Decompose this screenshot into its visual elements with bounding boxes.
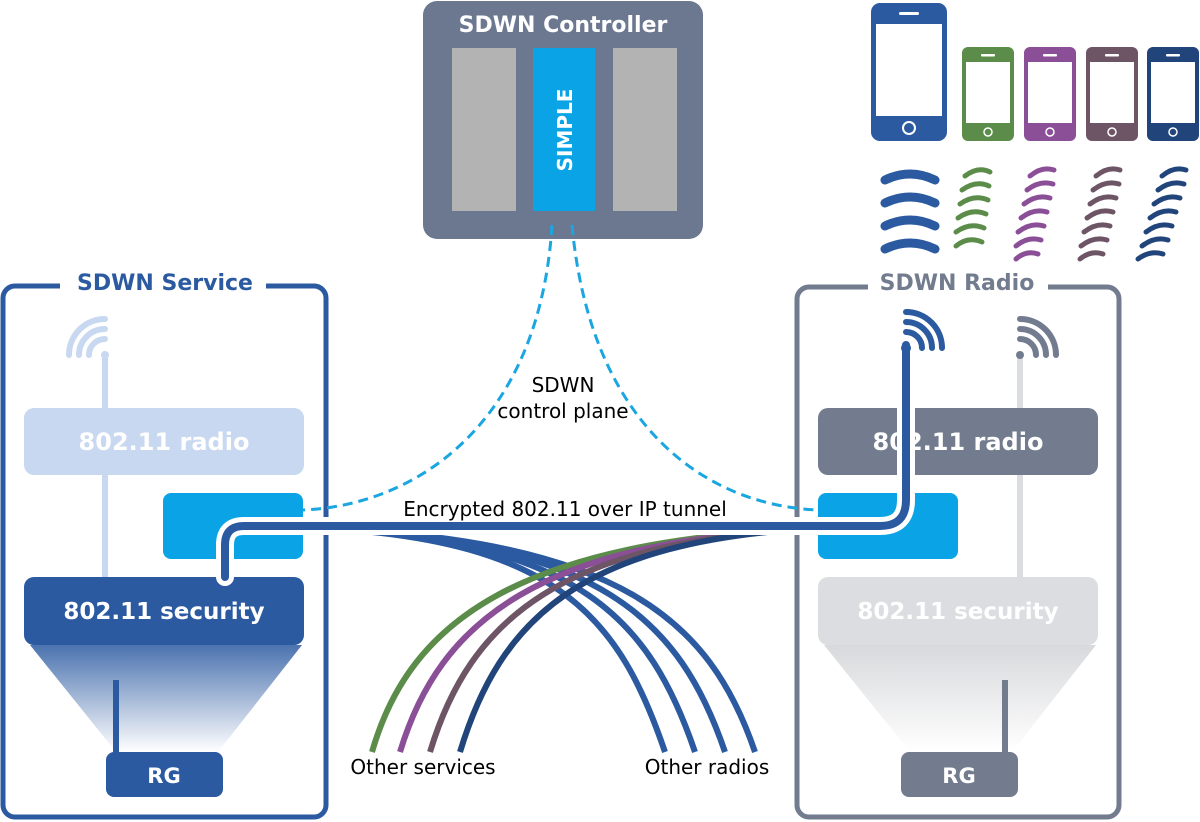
control-link-radio: [570, 224, 819, 512]
signal-waves-icon: [1077, 166, 1123, 262]
radio-security-funnel: [824, 645, 1096, 752]
signal-waves-icon: [1135, 166, 1189, 262]
radio-security-label: 802.11 security: [857, 599, 1058, 625]
other-radios-label: Other radios: [645, 755, 770, 779]
tunnel-line: [221, 341, 910, 581]
simple-module-label: SIMPLE: [553, 89, 577, 172]
service-title-mask: [60, 268, 266, 300]
phone-icon: [962, 47, 1014, 141]
service-radio-label: 802.11 radio: [79, 428, 250, 456]
controller-title: SDWN Controller: [459, 13, 668, 38]
controller-slot-left: [452, 48, 516, 211]
wifi-icon: [1016, 316, 1059, 359]
phone-icon: [1024, 47, 1076, 141]
service-security-label: 802.11 security: [63, 599, 264, 625]
wifi-icon: [901, 309, 945, 353]
signal-waves-icon: [953, 167, 993, 249]
sdwn-controller: SDWN Controller SIMPLE: [423, 1, 703, 239]
phones: [871, 3, 1199, 141]
simple-module: [533, 48, 595, 211]
other-connections: [319, 525, 821, 753]
signal-waves: [880, 166, 1189, 262]
radio-box-title: SDWN Radio: [880, 271, 1035, 296]
control-plane-label-line2: control plane: [497, 399, 628, 423]
control-plane-links: [302, 224, 819, 512]
tunnel-label: Encrypted 802.11 over IP tunnel: [403, 497, 727, 521]
radio-security-block: [818, 577, 1098, 645]
radio-rg-label: RG: [942, 764, 975, 788]
phone-icon: [1147, 47, 1199, 141]
phone-icon: [871, 3, 947, 141]
curve-other-radio-4: [319, 525, 758, 753]
control-link-service: [302, 224, 554, 512]
phone-icon: [1086, 47, 1138, 141]
other-services-label: Other services: [350, 755, 495, 779]
sdwn-service-box: SDWN Service 802.11 radio 802.11 securit…: [0, 268, 329, 820]
controller-slot-right: [613, 48, 677, 211]
signal-waves-icon: [1013, 166, 1057, 262]
service-security-block: [24, 577, 304, 645]
ip-tunnel: [216, 336, 915, 586]
radio-radio-block: [818, 408, 1098, 475]
service-box-title: SDWN Service: [77, 271, 253, 296]
sdwn-radio-box: SDWN Radio 802.11 radio 802.11 security …: [794, 268, 1122, 820]
service-radio-block: [24, 408, 304, 475]
service-rg-label: RG: [147, 764, 180, 788]
service-security-funnel: [30, 645, 302, 752]
curve-other-service-navy: [457, 525, 821, 753]
wifi-icon: [66, 316, 109, 359]
control-plane-label-line1: SDWN: [532, 373, 595, 397]
service-rg-box: [106, 752, 223, 797]
radio-rg-box: [901, 752, 1018, 797]
radio-title-mask: [868, 268, 1048, 300]
signal-waves-icon: [880, 169, 940, 254]
